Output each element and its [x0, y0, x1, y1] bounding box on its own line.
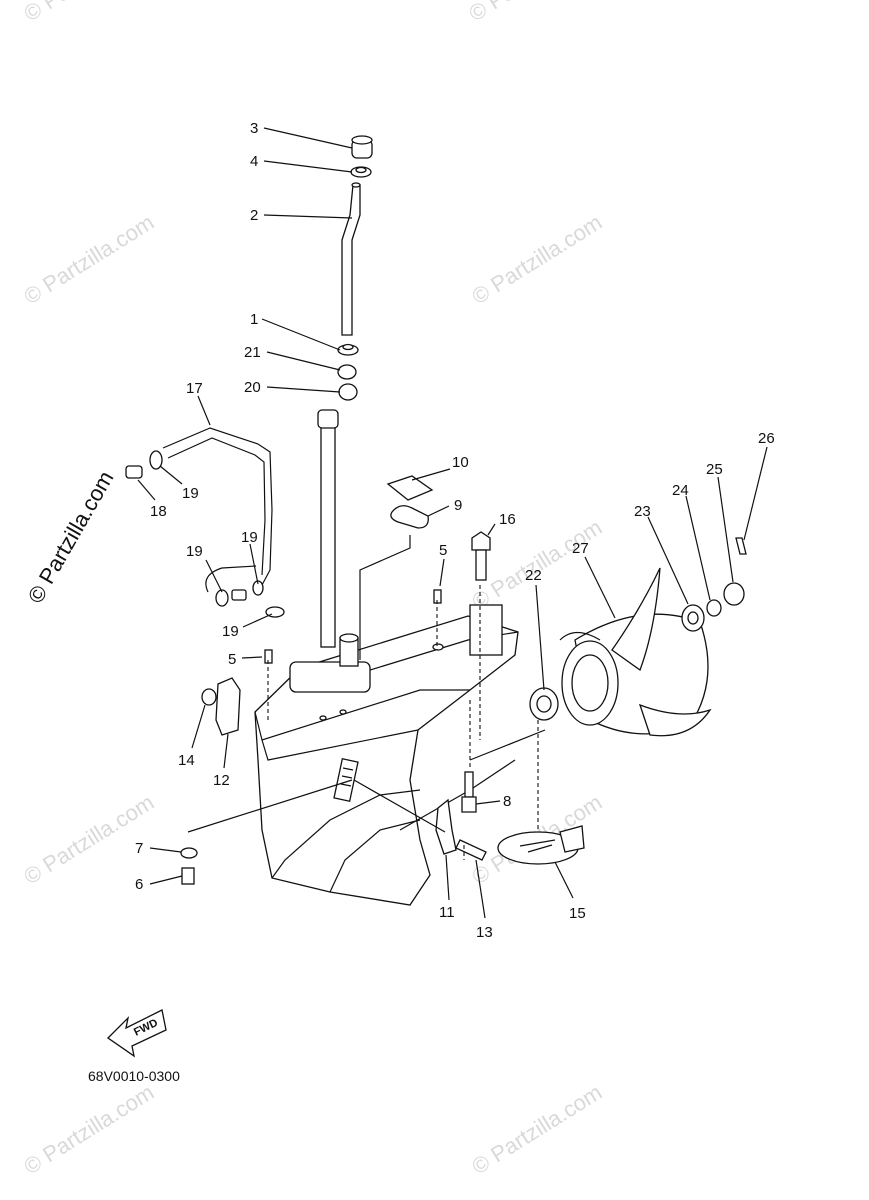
callout-5: 5 — [439, 542, 447, 559]
callout-1: 1 — [250, 311, 258, 328]
callout-7: 7 — [135, 840, 143, 857]
watermark: © Partzilla.com — [467, 1079, 606, 1179]
callout-16: 16 — [499, 511, 516, 528]
clamp-12 — [201, 677, 241, 736]
bolt-6 — [181, 867, 195, 885]
callout-9: 9 — [454, 497, 462, 514]
callout-19: 19 — [222, 623, 239, 640]
washer-7 — [180, 847, 198, 859]
watermark: © Partzilla.com — [467, 209, 606, 309]
callout-23: 23 — [634, 503, 651, 520]
watermark-strong: © Partzilla.com — [23, 467, 119, 608]
diagram-code: 68V0010-0300 — [88, 1068, 180, 1084]
callout-12: 12 — [213, 772, 230, 789]
propeller-27 — [559, 567, 712, 737]
callout-13: 13 — [476, 924, 493, 941]
callout-3: 3 — [250, 120, 258, 137]
callout-15: 15 — [569, 905, 586, 922]
thrust-bushing-22 — [529, 687, 559, 721]
anode-11 — [435, 798, 487, 861]
callout-19: 19 — [186, 543, 203, 560]
callout-6: 6 — [135, 876, 143, 893]
watermark: © Partzilla.com — [19, 0, 158, 26]
callout-11: 11 — [439, 904, 455, 921]
callout-20: 20 — [244, 379, 261, 396]
callout-14: 14 — [178, 752, 195, 769]
fwd-arrow-icon: FWD — [106, 1009, 167, 1058]
trim-tab-15 — [497, 825, 585, 865]
plug-parts — [386, 475, 434, 529]
prop-hardware — [681, 537, 747, 632]
hose-assembly — [125, 427, 285, 618]
callout-24: 24 — [672, 482, 689, 499]
water-tube-assembly — [337, 135, 373, 401]
bolt-16 — [471, 531, 491, 581]
callout-labels: 3 4 2 1 21 20 17 19 18 19 19 19 10 9 16 … — [135, 120, 775, 941]
callout-19: 19 — [241, 529, 258, 546]
callout-21: 21 — [244, 344, 261, 361]
callout-2: 2 — [250, 207, 258, 224]
watermark: © Partzilla.com — [19, 1079, 158, 1179]
callout-17: 17 — [186, 380, 203, 397]
watermark: © Partzilla.com — [19, 209, 158, 309]
callout-22: 22 — [525, 567, 542, 584]
lower-case-housing — [254, 604, 519, 906]
watermark: © Partzilla.com — [464, 0, 603, 26]
callout-26: 26 — [758, 430, 775, 447]
callout-19: 19 — [182, 485, 199, 502]
callout-18: 18 — [150, 503, 167, 520]
callout-8: 8 — [503, 793, 511, 810]
callout-4: 4 — [250, 153, 258, 170]
callout-27: 27 — [572, 540, 589, 557]
drive-shaft — [317, 409, 359, 667]
alignment-lines — [187, 535, 546, 860]
bolt-8 — [461, 771, 477, 813]
watermark-group: © Partzilla.com © Partzilla.com © Partzi… — [19, 0, 606, 1179]
callout-5: 5 — [228, 651, 236, 668]
leader-lines — [137, 127, 768, 919]
callout-25: 25 — [706, 461, 723, 478]
callout-10: 10 — [452, 454, 469, 471]
